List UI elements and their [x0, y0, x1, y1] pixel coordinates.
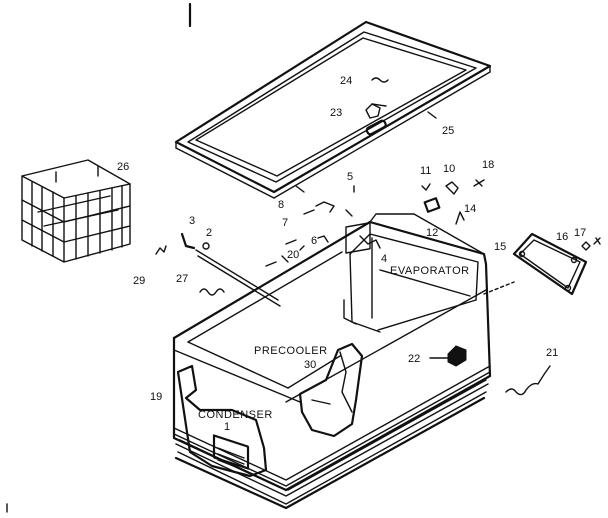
callout-2: 2: [206, 227, 212, 239]
callout-18: 18: [482, 159, 494, 171]
callout-10: 10: [443, 163, 455, 175]
callout-8: 8: [278, 199, 284, 211]
cover-plate: [483, 232, 588, 296]
chest-body: [172, 213, 492, 510]
hinge-rod: [195, 242, 281, 307]
callout-22: 22: [408, 353, 420, 365]
precooler-label: PRECOOLER: [254, 345, 328, 357]
callout-5: 5: [347, 171, 353, 183]
callout-16: 16: [556, 231, 568, 243]
callout-26: 26: [117, 161, 129, 173]
callout-30: 30: [304, 359, 316, 371]
callout-21: 21: [546, 347, 558, 359]
callout-29: 29: [133, 275, 145, 287]
lid: [174, 20, 492, 199]
callout-3: 3: [189, 215, 195, 227]
callout-11: 11: [420, 165, 431, 177]
part-18: [473, 179, 485, 187]
callout-4: 4: [381, 253, 387, 265]
evaporator-label: EVAPORATOR: [390, 265, 470, 277]
callout-25: 25: [442, 125, 454, 137]
callout-20: 20: [287, 249, 299, 261]
screw-29: [155, 245, 167, 255]
drain-plug: [429, 345, 467, 367]
spring-27: [199, 288, 225, 296]
part-10: [445, 181, 459, 195]
callout-15: 15: [494, 241, 506, 253]
callout-7: 7: [282, 217, 288, 229]
screw-16: [581, 241, 591, 251]
lid-seal-mark: [371, 77, 389, 83]
screw-17: [593, 237, 601, 245]
front-cutout: [176, 342, 364, 478]
callout-17: 17: [574, 227, 586, 239]
condenser-grille: [212, 434, 250, 471]
callout-24: 24: [340, 75, 352, 87]
callout-12: 12: [426, 227, 438, 239]
condenser-label: CONDENSER: [198, 409, 273, 421]
callout-27: 27: [176, 273, 188, 285]
callout-14: 14: [464, 203, 476, 215]
part-12: [423, 197, 441, 213]
callout-19: 19: [150, 391, 162, 403]
lid-latch: [365, 103, 387, 119]
callout-6: 6: [311, 235, 317, 247]
lid-handle: [365, 119, 387, 136]
wire-basket: [21, 159, 131, 263]
part-14: [455, 211, 465, 225]
part-11: [421, 183, 431, 191]
small-parts: [265, 185, 381, 267]
callout-23: 23: [330, 107, 342, 119]
callout-1: 1: [224, 421, 230, 433]
hinge-bracket: [180, 232, 196, 250]
power-cord: [505, 365, 551, 396]
